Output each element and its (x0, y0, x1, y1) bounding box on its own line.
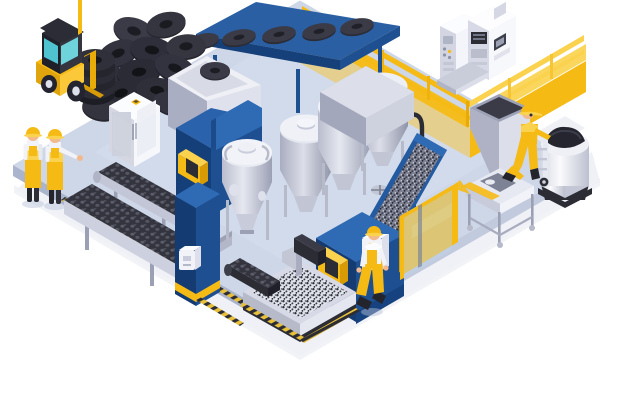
worker-3 (356, 226, 389, 316)
worker-2 (44, 129, 83, 210)
forklift (36, 0, 104, 102)
worker-1 (22, 127, 44, 208)
worker-4 (502, 105, 551, 182)
floor-hazard-stripe-secondary (196, 297, 360, 343)
process-module-gray (320, 66, 414, 146)
storage-tank-small (222, 139, 272, 240)
crumb-storage-drum (538, 126, 592, 208)
white-electrical-cabinet (109, 92, 160, 167)
finished-goods-conveyor (224, 234, 356, 342)
support-column-blue (175, 182, 220, 306)
control-station-base (437, 62, 489, 95)
safety-glass-screen (400, 186, 452, 280)
hand-truck (527, 128, 549, 187)
control-panel-cabinet-right (468, 1, 516, 80)
floor-direction-arrow (452, 180, 500, 200)
